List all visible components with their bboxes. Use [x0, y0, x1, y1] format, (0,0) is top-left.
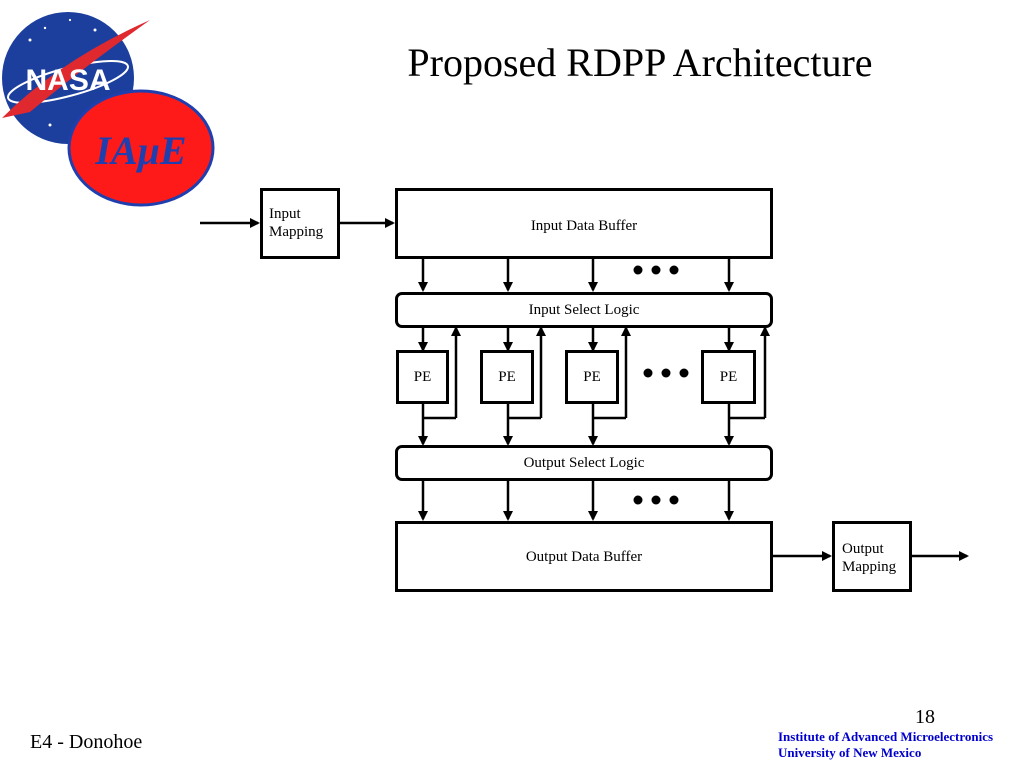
pe-label: PE: [498, 369, 516, 385]
output-mapping-box: Output Mapping: [832, 521, 912, 592]
output-data-buffer: Output Data Buffer: [395, 521, 773, 592]
pe-box-3: PE: [565, 350, 619, 404]
output-data-buffer-label: Output Data Buffer: [525, 548, 643, 565]
input-data-buffer: Input Data Buffer: [395, 188, 773, 259]
nasa-vector: [2, 20, 150, 118]
ellipsis-3: [633, 495, 679, 505]
input-mapping-label-line1: Input: [269, 206, 301, 222]
ellipsis-2: [643, 368, 689, 378]
input-select-logic-label: Input Select Logic: [528, 302, 640, 318]
slide-title: Proposed RDPP Architecture: [407, 40, 873, 85]
iame-wordmark: IAμE: [94, 128, 186, 173]
input-select-logic: Input Select Logic: [395, 292, 773, 328]
output-select-logic-label: Output Select Logic: [523, 455, 645, 471]
pe-label: PE: [413, 369, 432, 385]
pe-box-1: PE: [396, 350, 449, 404]
nasa-iame-logo: NASA IAμE: [2, 12, 215, 207]
input-mapping-label-line2: Mapping: [269, 224, 324, 240]
footer-author: E4 - Donohoe: [30, 731, 143, 753]
ellipsis-1: [633, 265, 679, 275]
page-number: 18: [915, 706, 935, 728]
pe-box-4: PE: [701, 350, 756, 404]
pe-label: PE: [583, 369, 601, 385]
input-mapping-box: Input Mapping: [260, 188, 340, 259]
pe-box-2: PE: [480, 350, 534, 404]
iame-disc: [67, 89, 215, 207]
institution-line-2: University of New Mexico: [778, 745, 922, 760]
output-mapping-label-line2: Mapping: [842, 559, 897, 575]
nasa-wordmark: NASA: [25, 64, 110, 97]
output-select-logic: Output Select Logic: [395, 445, 773, 481]
institution-text: Institute of Advanced Microelectronics U…: [778, 729, 993, 761]
input-data-buffer-label: Input Data Buffer: [530, 218, 638, 234]
institution-line-1: Institute of Advanced Microelectronics: [778, 729, 994, 744]
output-mapping-label-line1: Output: [842, 541, 884, 557]
pe-label: PE: [719, 369, 738, 385]
